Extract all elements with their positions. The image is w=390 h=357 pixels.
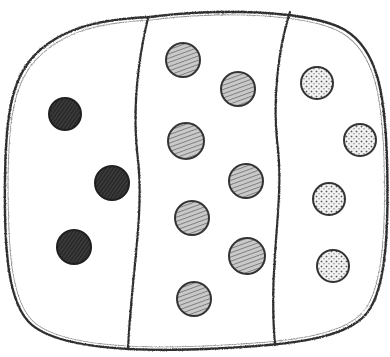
region-divider-left [128,18,148,348]
particle-dark [49,98,81,130]
particle-dotted [301,67,333,99]
particle-hatched [221,72,255,106]
particle-hatched [229,164,263,198]
particle-hatched [166,43,200,77]
particle-dark [95,166,129,200]
region-divider-right [273,12,290,345]
particle-hatched [229,238,265,274]
particle-hatched [177,282,211,316]
particle-dotted [313,183,345,215]
particle-hatched [175,201,209,235]
particle-dotted [344,124,376,156]
region-right [301,67,376,282]
particle-hatched [168,123,204,159]
region-middle [166,43,265,316]
particle-dark [57,230,91,264]
particle-dotted [317,250,349,282]
region-left [49,98,129,264]
